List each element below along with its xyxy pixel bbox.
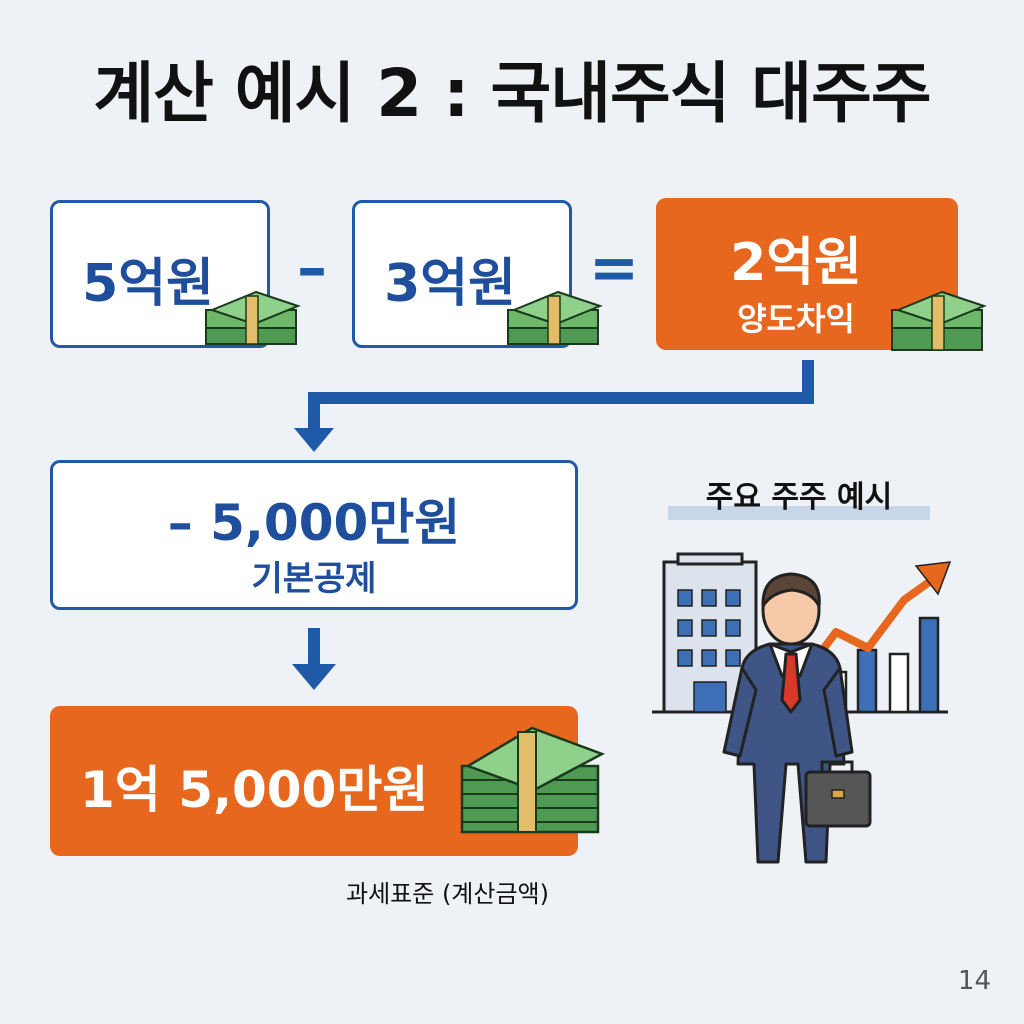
money-stack-icon xyxy=(205,290,301,345)
flow-arrowhead-1 xyxy=(294,428,334,452)
flow-connector-arrow xyxy=(308,360,814,432)
money-stack-icon xyxy=(507,290,603,345)
capital-gain-label: 양도차익 xyxy=(737,300,855,338)
deduction-value: – 5,000만원 xyxy=(167,494,461,552)
box-basic-deduction: – 5,000만원 기본공제 xyxy=(50,460,578,610)
flow-arrow-2-shaft xyxy=(308,628,320,668)
tax-base-caption: 과세표준 (계산금액) xyxy=(346,880,549,908)
page-number: 14 xyxy=(958,966,992,996)
big-money-stack-icon xyxy=(460,726,606,834)
minus-operator: – xyxy=(297,233,327,303)
box-3eok-value: 3억원 xyxy=(384,254,516,314)
illustration-label: 주요 주주 예시 xyxy=(668,478,930,522)
page-title: 계산 예시 2 : 국내주식 대주주 xyxy=(93,55,931,132)
tax-base-value: 1억 5,000만원 xyxy=(80,761,429,819)
flow-arrowhead-2 xyxy=(292,664,336,690)
money-stack-icon xyxy=(891,290,987,351)
capital-gain-value: 2억원 xyxy=(730,233,862,293)
equals-operator: = xyxy=(588,233,640,303)
businessman-illustration xyxy=(652,552,952,864)
briefcase-icon xyxy=(804,760,872,828)
box-5eok-value: 5억원 xyxy=(82,254,214,314)
deduction-label: 기본공제 xyxy=(251,559,377,599)
